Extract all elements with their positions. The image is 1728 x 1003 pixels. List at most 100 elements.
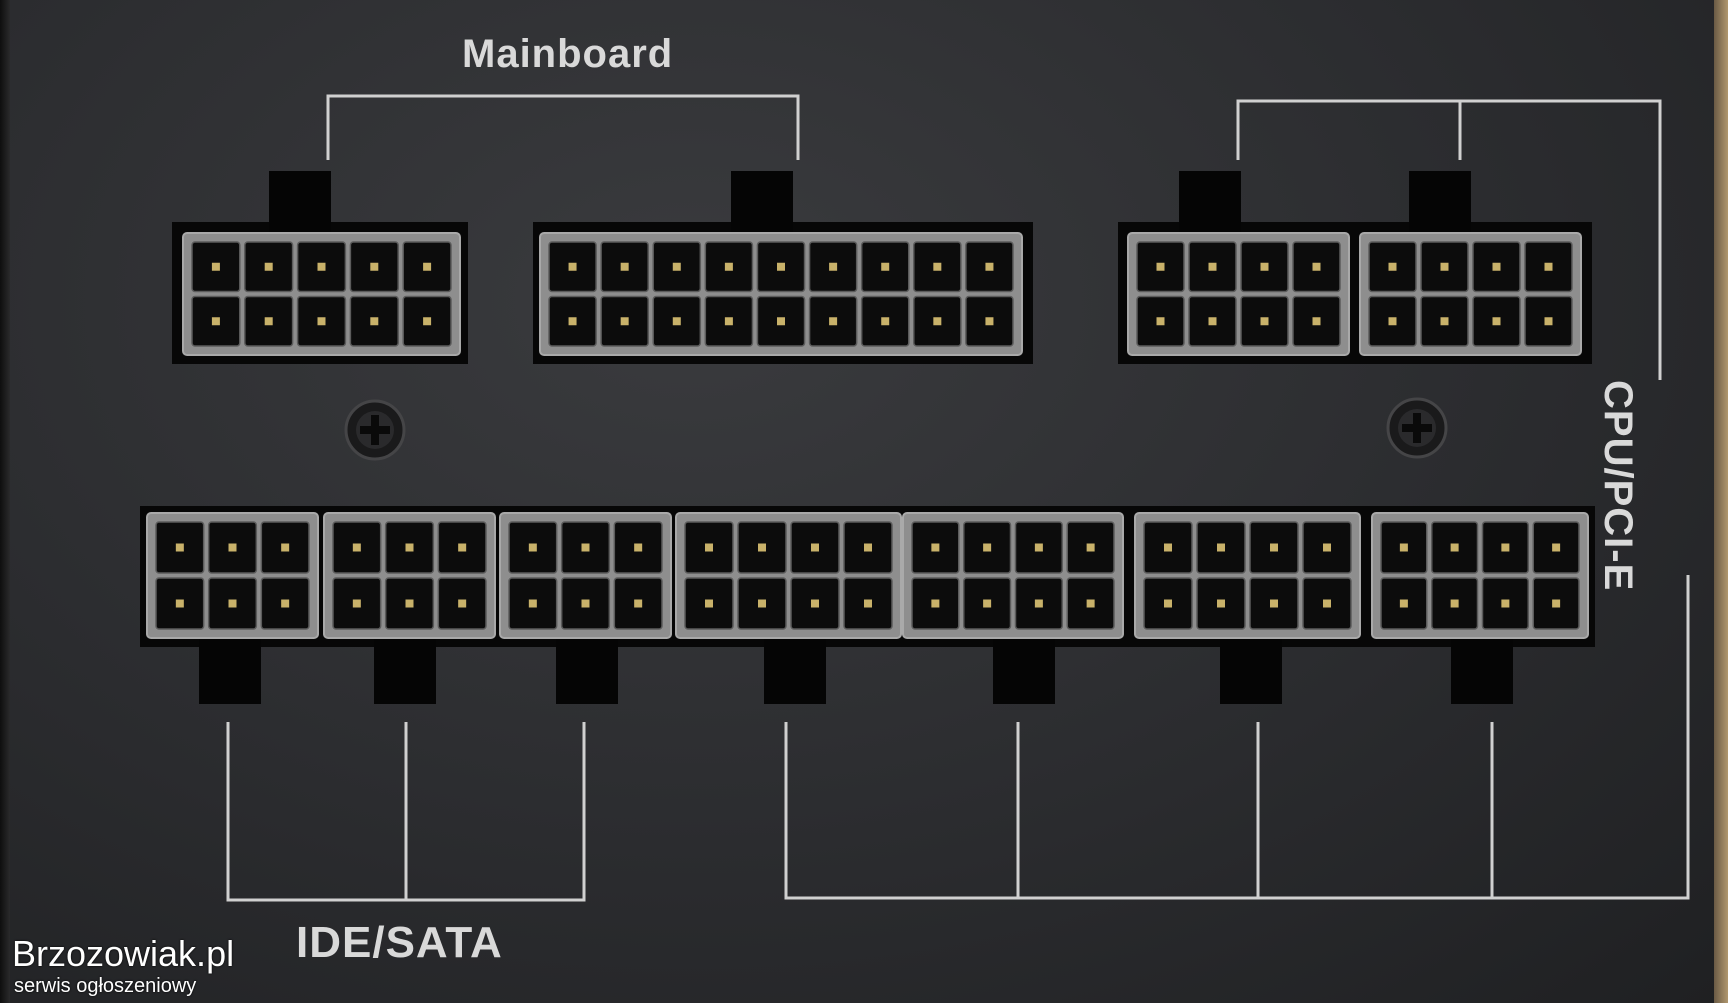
pin-contact: [281, 599, 290, 608]
pin-contact: [1323, 599, 1331, 608]
mainboard-label: Mainboard: [462, 32, 674, 76]
connector-6: [323, 512, 496, 704]
connector-latch: [1179, 171, 1241, 237]
pin-contact: [777, 262, 785, 271]
connector-4: [1359, 171, 1582, 356]
pin-contact: [758, 543, 766, 552]
connector-3: [1127, 171, 1350, 356]
watermark-name: Brzozowiak.pl: [12, 933, 235, 974]
pin-contact: [1440, 317, 1449, 326]
connector-7: [499, 512, 672, 704]
silkscreen-lines: [226, 94, 1690, 902]
panel-left-edge: [0, 0, 10, 1003]
connector-latch: [1409, 171, 1471, 237]
pin-contact: [1399, 599, 1408, 608]
screw-slot-v: [371, 415, 379, 445]
pin-contact: [881, 317, 890, 326]
pin-contact: [933, 262, 942, 271]
connector-latch: [1220, 634, 1282, 704]
connector-9: [902, 512, 1124, 704]
pin-contact: [1164, 543, 1172, 552]
pin-contact: [264, 262, 273, 271]
pin-contact: [1552, 599, 1561, 608]
pin-contact: [777, 317, 785, 326]
pin-contact: [1217, 543, 1225, 552]
pin-contact: [931, 543, 940, 552]
connector-5: [146, 512, 319, 704]
pin-contact: [1312, 317, 1321, 326]
pin-contact: [581, 599, 590, 608]
watermark-subtitle: serwis ogłoszeniowy: [14, 975, 197, 997]
pin-contact: [672, 262, 681, 271]
pin-contact: [1156, 262, 1165, 271]
pin-contact: [1544, 317, 1553, 326]
pin-contact: [352, 599, 361, 608]
pin-contact: [829, 262, 838, 271]
pin-contact: [620, 317, 629, 326]
pin-contact: [1450, 543, 1459, 552]
pin-contact: [1034, 543, 1043, 552]
connectors: [140, 171, 1595, 704]
pin-contact: [1450, 599, 1459, 608]
connector-10: [1134, 512, 1361, 704]
pin-contact: [931, 599, 940, 608]
pin-contact: [724, 262, 733, 271]
pin-contact: [933, 317, 942, 326]
connector-latch: [993, 634, 1055, 704]
pin-contact: [829, 317, 838, 326]
pin-contact: [1492, 317, 1501, 326]
screw-2: [1386, 397, 1448, 459]
pin-contact: [1208, 317, 1217, 326]
pin-contact: [1086, 599, 1095, 608]
pin-contact: [1552, 543, 1561, 552]
connector-latch: [556, 634, 618, 704]
pin-contact: [458, 543, 467, 552]
connector-latch: [269, 171, 331, 237]
pin-contact: [864, 543, 872, 552]
pin-contact: [423, 317, 432, 326]
pin-contact: [1492, 262, 1501, 271]
pin-contact: [423, 262, 432, 271]
pin-contact: [568, 262, 577, 271]
pin-contact: [370, 317, 379, 326]
ide-sata-label: IDE/SATA: [296, 918, 503, 967]
pin-contact: [634, 599, 643, 608]
pin-contact: [1217, 599, 1225, 608]
pin-contact: [211, 317, 220, 326]
pin-contact: [1544, 262, 1553, 271]
pin-contact: [1260, 262, 1269, 271]
pin-contact: [264, 317, 273, 326]
connector-2: [539, 171, 1023, 356]
pin-contact: [581, 543, 590, 552]
cpu-bracket-top: [1236, 99, 1662, 380]
connector-1: [182, 171, 461, 356]
pin-contact: [175, 543, 184, 552]
pin-contact: [758, 599, 766, 608]
pin-contact: [352, 543, 361, 552]
screws: [344, 397, 1448, 461]
pin-contact: [1388, 317, 1397, 326]
pin-contact: [175, 599, 184, 608]
pin-contact: [528, 599, 537, 608]
pin-contact: [985, 317, 994, 326]
pin-contact: [1312, 262, 1321, 271]
pin-contact: [983, 543, 992, 552]
cpu-pcie-label: CPU/PCI-E: [1596, 380, 1640, 592]
pin-contact: [634, 543, 643, 552]
pin-contact: [811, 543, 819, 552]
pin-contact: [864, 599, 872, 608]
cpu-bracket-bottom: [784, 575, 1690, 900]
pin-contact: [811, 599, 819, 608]
pin-contact: [281, 543, 290, 552]
pin-contact: [211, 262, 220, 271]
pin-contact: [1323, 543, 1331, 552]
pin-contact: [1260, 317, 1269, 326]
connector-latch: [731, 171, 793, 237]
panel-right-edge: [1714, 0, 1728, 1003]
connector-latch: [374, 634, 436, 704]
pin-contact: [1086, 543, 1095, 552]
pin-contact: [620, 262, 629, 271]
pin-contact: [228, 543, 237, 552]
